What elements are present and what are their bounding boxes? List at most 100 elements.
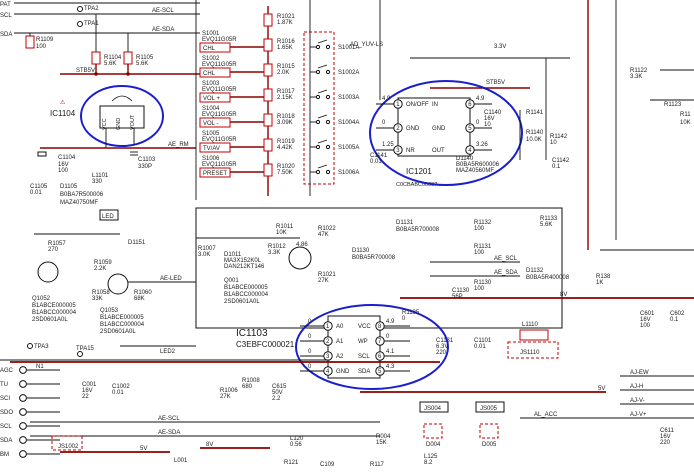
r1122-ref: R1122 — [630, 68, 648, 74]
c1131-ref: C1131 — [436, 338, 454, 344]
l1101-val: 330 — [92, 179, 103, 185]
c1130-val: 56P — [452, 294, 463, 300]
switch-sw-ref: S1002A — [338, 70, 359, 76]
ic1201-pin-name: IN — [432, 102, 438, 108]
r1132-val: 100 — [474, 226, 485, 232]
ladder-resistor-value: 2.15K — [277, 95, 293, 101]
tp-a15: TPA15 — [76, 346, 95, 352]
ic1201-pin-voltage: 0 — [382, 120, 386, 126]
r1060-val: 68K — [134, 296, 145, 302]
js1002-ref: JS1002 — [58, 444, 79, 450]
c1142-val: 0.1 — [552, 164, 561, 170]
ic1103-pin-name: GND — [336, 369, 350, 375]
c1140-v: 16V — [484, 116, 495, 122]
ic1103-pin-voltage: 4.3 — [386, 364, 395, 370]
r121-ref: R121 — [284, 460, 299, 466]
tp-a2: TPA2 — [84, 6, 99, 12]
switch-ref: S1006 — [202, 156, 220, 162]
ladder-resistor-value: 4.42K — [277, 145, 293, 151]
d1130-part: B0BA5R700008 — [352, 255, 396, 261]
ladder-resistor-ref: R1020 — [277, 164, 295, 170]
connector-pin: SDA — [0, 436, 60, 444]
r1124-ref: R11 — [680, 112, 691, 118]
net-stb5v: STB5V — [76, 68, 95, 74]
ic1103-pin-number: 3 — [326, 354, 330, 360]
net-3v3: 3.3V — [494, 44, 506, 50]
q1053-part2: B1ABCC000004 — [100, 322, 145, 328]
net-ae-sda: AE-SDA — [152, 27, 174, 33]
d1140-part2: MAZ40560MF — [456, 168, 494, 174]
switch-label: VOL - — [203, 121, 218, 127]
switch-label: VOL + — [203, 96, 220, 102]
c601-val: 100 — [640, 323, 651, 329]
c1142-ref: C1142 — [552, 158, 570, 164]
r1131-val: 100 — [474, 250, 485, 256]
c1001-ref: C001 — [82, 382, 97, 388]
r1124-val: 10K — [680, 120, 691, 126]
ic1103-pin-name: A1 — [336, 339, 344, 345]
ic1201-pin-name: ON/OFF — [406, 102, 429, 108]
d1105-ref: D1105 — [60, 184, 78, 190]
ic1201-pin-name: GND — [432, 126, 446, 132]
ladder-resistor-value: 7.50K — [277, 170, 293, 176]
ic1103-pin-number: 6 — [378, 354, 382, 360]
net-al-acc: AL_ACC — [534, 412, 558, 418]
net-ae-scl-mid: AE_SCL — [494, 256, 518, 262]
switch-ref: S1001 — [202, 31, 220, 37]
d1105-part1: B0BA7R500006 — [60, 192, 104, 198]
l125-val: 8.2 — [424, 460, 433, 466]
q1053-part3: 2SD0601A0L — [100, 329, 136, 335]
c611-v: 16V — [660, 434, 671, 440]
d1011-ref: D1011 — [224, 252, 242, 258]
r1123-ref: R1123 — [664, 102, 682, 108]
net-ae-scl-bottom: AE-SCL — [158, 416, 180, 422]
switch-sw-ref: S1001A — [338, 45, 359, 51]
switch-lever — [317, 64, 328, 69]
net-stb5v-ic1201: STB5V — [486, 80, 505, 86]
c1103-val: 330P — [138, 164, 152, 170]
connector-pin: TU — [0, 380, 60, 388]
ic1103-pin-name: WP — [358, 339, 368, 345]
ic1201-pin-number: 4 — [468, 148, 472, 154]
d004-ref: D004 — [426, 442, 441, 448]
d1131-part: B0BA5R700008 — [396, 227, 440, 233]
switch-sw-ref: S1005A — [338, 145, 359, 151]
switch-contact — [315, 119, 321, 125]
c615-v: 50V — [272, 390, 283, 396]
ic1104-sensor-icon — [111, 95, 133, 102]
r1140-ref: R1140 — [526, 130, 544, 136]
ic1103-pin-voltage: 4.9 — [386, 319, 395, 325]
net-aj-h: AJ-H — [630, 384, 643, 390]
d1132-part: B0BA5R400008 — [526, 275, 570, 281]
r1007-val: 3.0K — [198, 252, 210, 258]
c1104-val: 100 — [58, 168, 69, 174]
ic1103-pin-voltage: 0 — [308, 319, 312, 325]
q1053-ref: Q1053 — [100, 308, 119, 314]
connector-pin: AGC — [0, 366, 60, 374]
r1135-ref: R1135 — [402, 310, 420, 316]
r004-ref: R004 — [376, 434, 391, 440]
net-ae-scl: AE-SCL — [152, 8, 174, 14]
r1021-val: 27K — [318, 278, 329, 284]
d1132-ref: D1132 — [526, 268, 544, 274]
ic1104-pin-vout: VOUT — [130, 114, 136, 130]
d005-ref: D005 — [482, 442, 497, 448]
net-ae-sda-bottom: AE-SDA — [158, 430, 180, 436]
r1011-val: 10K — [276, 230, 287, 236]
c1002-ref: C1002 — [112, 384, 130, 390]
ladder-resistor — [263, 88, 273, 102]
c1104-ref: C1104 — [58, 155, 76, 161]
net-8v-bottom: 8V — [206, 442, 213, 448]
ic1201-pin-voltage: 4.9 — [382, 96, 391, 102]
ic1201-pin-number: 2 — [396, 126, 400, 132]
c611-val: 220 — [660, 440, 671, 446]
switch-contact — [315, 144, 321, 150]
q1001-part2: B1ABCC000004 — [224, 292, 269, 298]
ic1201-section: 3.3V STB5V IC1201 C0CBABC00037 C1140 16V… — [369, 0, 570, 188]
